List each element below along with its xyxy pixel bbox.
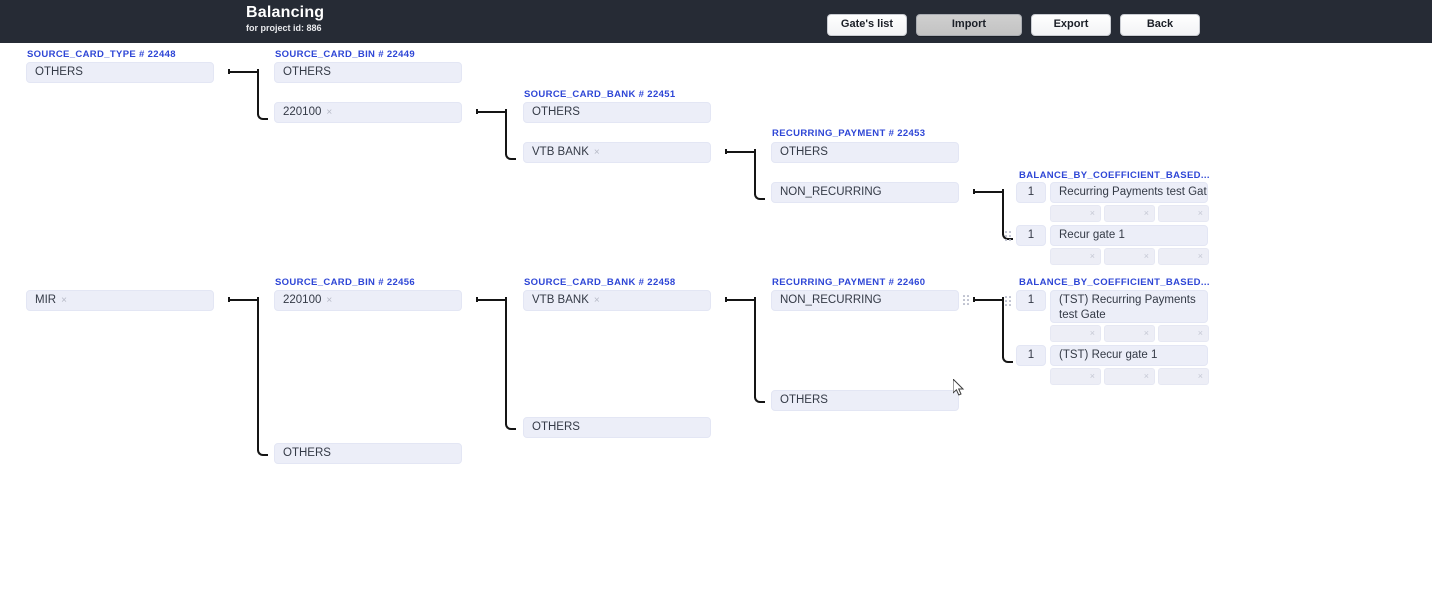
gate-weight-input-bottom-2[interactable]: 1 <box>1016 345 1046 366</box>
gate-name-field-top-1[interactable]: Recurring Payments test Gate <box>1050 182 1208 203</box>
gate-subfield-top-1-a[interactable]: × <box>1050 205 1101 222</box>
gate-weight-input-bottom-1[interactable]: 1 <box>1016 290 1046 311</box>
column-label-source-card-type: SOURCE_CARD_TYPE # 22448 <box>27 49 176 60</box>
gates-list-button[interactable]: Gate's list <box>827 14 907 36</box>
remove-icon[interactable]: × <box>1089 371 1095 381</box>
remove-icon[interactable]: × <box>326 107 333 118</box>
field-value: OTHERS <box>532 421 580 433</box>
remove-icon[interactable]: × <box>1197 371 1203 381</box>
gate-subfield-bottom-1-b[interactable]: × <box>1104 325 1155 342</box>
remove-icon[interactable]: × <box>1197 208 1203 218</box>
remove-icon[interactable]: × <box>1089 208 1095 218</box>
remove-icon[interactable]: × <box>1197 251 1203 261</box>
field-bin-a-220100[interactable]: 220100 × <box>274 102 462 123</box>
gate-subfield-bottom-2-b[interactable]: × <box>1104 368 1155 385</box>
gate-subfield-bottom-2-a[interactable]: × <box>1050 368 1101 385</box>
gate-name-field-top-2[interactable]: Recur gate 1 <box>1050 225 1208 246</box>
field-bin-b-others[interactable]: OTHERS <box>274 443 462 464</box>
field-value: Recurring Payments test Gate <box>1059 186 1208 198</box>
brand-block: Balancing for project id: 886 <box>246 4 546 34</box>
drag-handle-icon-rec-b[interactable] <box>963 295 970 306</box>
field-value: OTHERS <box>35 66 83 78</box>
gate-subfield-top-2-a[interactable]: × <box>1050 248 1101 265</box>
export-button[interactable]: Export <box>1031 14 1111 36</box>
gate-subfield-top-2-c[interactable]: × <box>1158 248 1209 265</box>
remove-icon[interactable]: × <box>1143 328 1149 338</box>
gate-subfield-bottom-1-a[interactable]: × <box>1050 325 1101 342</box>
column-label-balance-coefficient-bottom: BALANCE_BY_COEFFICIENT_BASED... <box>1019 277 1210 288</box>
gate-weight-input-top-2[interactable]: 1 <box>1016 225 1046 246</box>
field-value: Recur gate 1 <box>1059 229 1125 241</box>
column-label-source-card-bin-22449: SOURCE_CARD_BIN # 22449 <box>275 49 416 60</box>
tree-canvas: SOURCE_CARD_TYPE # 22448 OTHERS MIR × SOU… <box>0 43 1432 606</box>
field-rec-b-others[interactable]: OTHERS <box>771 390 959 411</box>
field-rec-a-non-recurring[interactable]: NON_RECURRING <box>771 182 959 203</box>
field-value: (TST) Recurring Payments test Gate <box>1059 294 1196 321</box>
column-label-recurring-payment-22453: RECURRING_PAYMENT # 22453 <box>772 128 926 139</box>
field-rec-b-non-recurring[interactable]: NON_RECURRING <box>771 290 959 311</box>
remove-icon[interactable]: × <box>1143 251 1149 261</box>
import-button[interactable]: Import <box>916 14 1022 36</box>
back-button[interactable]: Back <box>1120 14 1200 36</box>
remove-icon[interactable]: × <box>1197 328 1203 338</box>
field-rec-a-others[interactable]: OTHERS <box>771 142 959 163</box>
field-value: VTB BANK <box>532 294 589 306</box>
column-label-source-card-bank-22451: SOURCE_CARD_BANK # 22451 <box>524 89 676 100</box>
field-bin-a-others[interactable]: OTHERS <box>274 62 462 83</box>
gate-subfield-top-1-b[interactable]: × <box>1104 205 1155 222</box>
field-value: VTB BANK <box>532 146 589 158</box>
field-value: OTHERS <box>780 394 828 406</box>
top-button-group: Gate's list Import Export Back <box>827 14 1200 36</box>
project-id-subtitle: for project id: 886 <box>246 23 322 33</box>
remove-icon[interactable]: × <box>1143 371 1149 381</box>
field-value: 220100 <box>283 294 322 306</box>
field-value: 220100 <box>283 106 322 118</box>
top-bar: Balancing for project id: 886 Gate's lis… <box>0 0 1432 43</box>
gate-weight-input-top-1[interactable]: 1 <box>1016 182 1046 203</box>
field-value: OTHERS <box>283 447 331 459</box>
field-value: OTHERS <box>532 106 580 118</box>
page-title: Balancing <box>246 4 325 21</box>
field-value: OTHERS <box>283 66 331 78</box>
gate-subfield-bottom-2-c[interactable]: × <box>1158 368 1209 385</box>
remove-icon[interactable]: × <box>61 295 67 306</box>
field-card-type-mir[interactable]: MIR × <box>26 290 214 311</box>
field-bank-b-others[interactable]: OTHERS <box>523 417 711 438</box>
remove-icon[interactable]: × <box>1089 328 1095 338</box>
field-bank-b-vtb[interactable]: VTB BANK × <box>523 290 711 311</box>
gate-subfield-top-2-b[interactable]: × <box>1104 248 1155 265</box>
field-value: MIR <box>35 294 57 306</box>
column-label-balance-coefficient-top: BALANCE_BY_COEFFICIENT_BASED... <box>1019 170 1210 181</box>
field-card-type-others[interactable]: OTHERS <box>26 62 214 83</box>
gate-subfield-bottom-1-c[interactable]: × <box>1158 325 1209 342</box>
remove-icon[interactable]: × <box>326 295 333 306</box>
remove-icon[interactable]: × <box>593 147 600 158</box>
column-label-source-card-bin-22456: SOURCE_CARD_BIN # 22456 <box>275 277 416 288</box>
drag-handle-icon-bottom-1[interactable] <box>1005 296 1012 307</box>
remove-icon[interactable]: × <box>593 295 600 306</box>
remove-icon[interactable]: × <box>1143 208 1149 218</box>
field-value: NON_RECURRING <box>780 186 882 198</box>
drag-handle-icon-top-2[interactable] <box>1005 231 1012 242</box>
column-label-source-card-bank-22458: SOURCE_CARD_BANK # 22458 <box>524 277 676 288</box>
field-value: OTHERS <box>780 146 828 158</box>
gate-name-field-bottom-1[interactable]: (TST) Recurring Payments test Gate <box>1050 290 1208 323</box>
gate-subfield-top-1-c[interactable]: × <box>1158 205 1209 222</box>
field-bank-a-others[interactable]: OTHERS <box>523 102 711 123</box>
column-label-recurring-payment-22460: RECURRING_PAYMENT # 22460 <box>772 277 926 288</box>
field-bin-b-220100[interactable]: 220100 × <box>274 290 462 311</box>
field-value: NON_RECURRING <box>780 294 882 306</box>
field-value: (TST) Recur gate 1 <box>1059 349 1158 361</box>
gate-name-field-bottom-2[interactable]: (TST) Recur gate 1 <box>1050 345 1208 366</box>
field-bank-a-vtb[interactable]: VTB BANK × <box>523 142 711 163</box>
remove-icon[interactable]: × <box>1089 251 1095 261</box>
